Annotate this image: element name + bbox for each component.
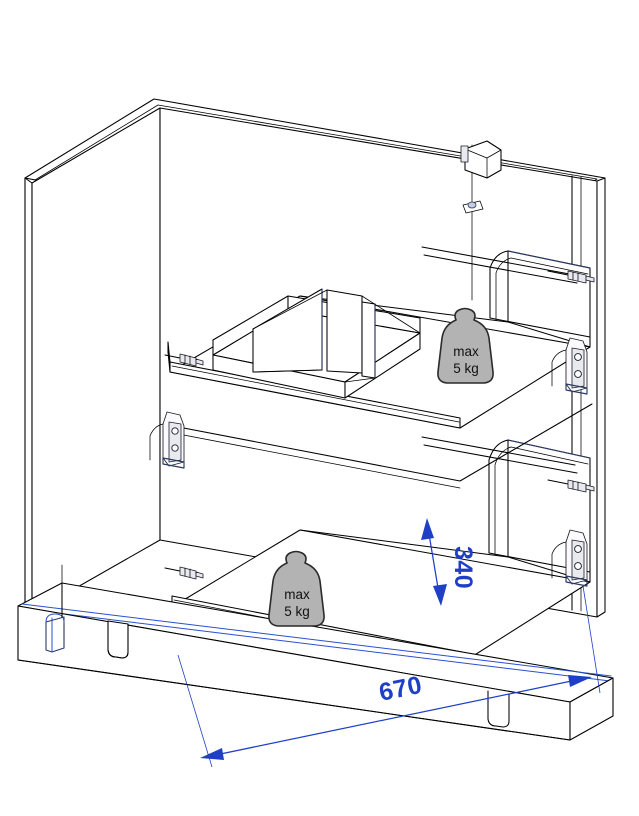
plinth-notch-right-outline [487, 690, 510, 728]
dowel-lu-head [179, 353, 197, 367]
intermediate-shelf-right-edge [459, 403, 593, 482]
dowel-left-lower [164, 566, 204, 580]
insert-interior-line-b [252, 369, 323, 373]
dim-340-arrow-top [421, 518, 434, 540]
carcass-right-panel-edge [596, 177, 606, 618]
upper-drawer-front-rail-line [171, 365, 460, 423]
plinth-left-foot-cap [45, 613, 65, 623]
load-label-upper-line1: max [453, 344, 479, 359]
bracket-rl-screw-top [574, 545, 582, 553]
slide-bracket-left-upper [149, 411, 185, 469]
insert-interior-line-d [344, 377, 376, 383]
lower-drawer-right-rail-curve [488, 439, 509, 554]
dim-670-arrow-right [568, 675, 592, 687]
weight-icon [268, 550, 325, 627]
dowel-ru-tip [585, 275, 595, 283]
bracket-rl-arm [551, 541, 567, 579]
dowel-right-upper [547, 270, 595, 284]
upper-drawer-right-rail-top [507, 250, 591, 269]
intermediate-shelf-front-edge-lower [167, 431, 461, 489]
lower-slide-rail-line-a [421, 436, 576, 466]
dim-670-ext-left [177, 654, 213, 768]
plinth-top-accent-line-2 [23, 608, 611, 682]
lower-drawer-right-rail-curve-inner [494, 446, 512, 556]
upper-slide-rail-line-a [421, 246, 576, 276]
insert-right-wall [344, 332, 421, 399]
load-label-upper-line2: 5 kg [453, 361, 479, 376]
dowel-ll-tip [195, 571, 204, 579]
intermediate-shelf-front-edge [167, 424, 461, 482]
upper-drawer-slide-rail-right [421, 246, 578, 284]
dim-340-arrow-bottom [433, 584, 447, 606]
lower-slide-rail-line-b [423, 444, 578, 474]
dim-670-arrow-left [200, 748, 224, 760]
bracket-lu-screw-bottom [171, 444, 179, 452]
dowel-ll-shaft [164, 567, 181, 572]
dowel-ru-shaft [547, 270, 569, 276]
lower-drawer-slide-rail-right [421, 436, 578, 474]
cutlery-divider-insert [212, 288, 421, 399]
plinth-left-foot [45, 613, 65, 653]
upper-drawer-right-rail-bottom [489, 317, 591, 338]
dim-670-line [205, 677, 587, 758]
dowel-rl-tip [585, 484, 595, 492]
dowel-right-lower [547, 479, 595, 493]
top-bracket-body [464, 140, 502, 179]
dowel-left-upper [164, 353, 204, 367]
top-back-connector-cap [467, 201, 477, 209]
top-bracket-plate [460, 145, 469, 163]
carcass-left-panel-edge [24, 177, 33, 614]
upper-slide-rail-line-b [423, 254, 578, 284]
upper-drawer-right-rail-curve-inner [495, 257, 512, 321]
bracket-lu-screw-top [171, 427, 179, 435]
plinth-notch-left [107, 620, 129, 659]
weight-icon [437, 307, 494, 384]
bracket-lu-arm [149, 423, 164, 461]
base-plinth [17, 582, 614, 741]
load-label-lower-line1: max [284, 587, 310, 602]
bracket-rl-foot [565, 575, 588, 587]
top-back-connector [462, 200, 484, 214]
insert-interior-line-a [252, 289, 328, 330]
bracket-lu-foot [162, 457, 185, 469]
upper-drawer-left-rail [167, 341, 171, 373]
upper-drawer-right-rail-top-inner [510, 257, 589, 275]
slide-bracket-right-lower [551, 529, 588, 587]
carcass-left-panel-inner [31, 107, 161, 614]
dim-340-label: 340 [449, 546, 477, 589]
plinth-notch-left-outline [107, 620, 129, 659]
lower-drawer-back-top-edge [299, 529, 509, 558]
dowel-rl-shaft [547, 479, 569, 485]
load-label-lower-line2: 5 kg [284, 604, 310, 619]
top-fixing-bracket [460, 140, 502, 179]
intermediate-shelf [167, 403, 593, 489]
bracket-ru-screw-top [574, 353, 582, 361]
dowel-rl-head [567, 479, 587, 493]
insert-interior-line-c [361, 295, 421, 334]
dim-670-ext-right [582, 585, 601, 694]
load-label-lower-drawer[interactable]: max 5 kg [268, 550, 325, 627]
lower-drawer-right-rail-top-inner [510, 446, 589, 465]
upper-drawer-right-rail-curve [489, 250, 509, 319]
lower-drawer-right-rail-top [507, 439, 591, 459]
dowel-lu-shaft [164, 354, 181, 359]
dowel-ll-head [179, 566, 197, 580]
slide-bracket-right-upper [551, 337, 588, 395]
bracket-rl-screw-bottom [574, 562, 582, 570]
plinth-top-accent-line [21, 603, 612, 677]
load-label-upper-drawer[interactable]: max 5 kg [437, 307, 494, 384]
bracket-ru-arm [551, 349, 567, 387]
bracket-ru-foot [565, 383, 588, 395]
dowel-lu-tip [195, 358, 204, 366]
dimension-depth-340[interactable]: 340 [421, 518, 477, 606]
plinth-left-foot-body [45, 616, 65, 653]
bracket-ru-screw-bottom [574, 370, 582, 378]
dowel-ru-head [567, 270, 587, 284]
plinth-bottom-edge [17, 659, 571, 741]
